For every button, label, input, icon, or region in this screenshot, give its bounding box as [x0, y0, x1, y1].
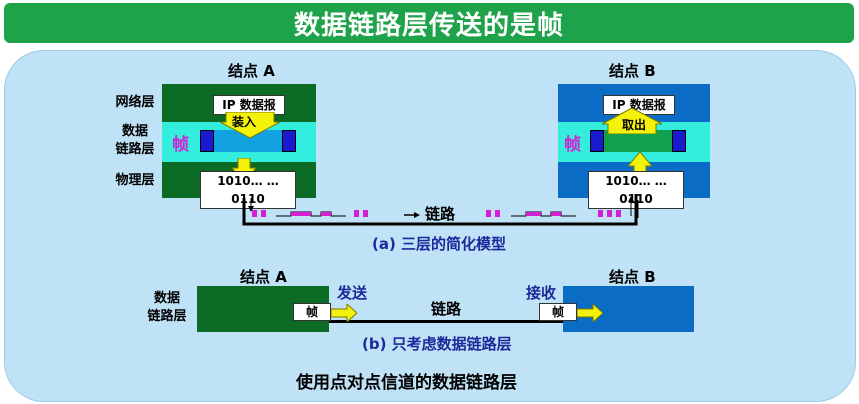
content-panel [4, 50, 856, 402]
receive-arrow-icon [577, 304, 603, 322]
node-b-up-arrow-icon [628, 152, 652, 176]
link-b-line [329, 320, 563, 323]
node-b-frame [590, 130, 686, 152]
node-b-frame-header [590, 130, 604, 152]
send-label: 发送 [337, 284, 368, 302]
send-arrow-icon [331, 304, 357, 322]
extract-label: 取出 [622, 118, 647, 132]
layer-label-physical: 物理层 [115, 173, 155, 188]
footer-text: 使用点对点信道的数据链路层 [296, 373, 517, 393]
link-a-label: 链路 [425, 205, 456, 223]
node-b-frame-label: 帧 [564, 135, 581, 155]
page-title: 数据链路层传送的是帧 [293, 10, 564, 41]
node-a-bits: 1010… …0110 [200, 171, 296, 209]
layer-label-datalink-b: 数据 链路层 [147, 291, 187, 324]
node-a-frame-trailer [282, 130, 296, 152]
encapsulate-arrow-icon [220, 112, 280, 138]
send-frame: 帧 [293, 303, 331, 321]
node-a-frame-header [200, 130, 214, 152]
encapsulate-label: 装入 [232, 115, 257, 129]
node-a-ip-packet: IP 数据报 [213, 95, 285, 115]
node-a-frame [200, 130, 296, 152]
receive-frame: 帧 [539, 303, 577, 321]
receive-label: 接收 [526, 284, 557, 302]
caption-b: (b) 只考虑数据链路层 [362, 335, 512, 353]
extract-arrow-icon [602, 108, 662, 134]
node-b-title-b: 结点 B [609, 268, 656, 286]
node-b-title: 结点 B [609, 62, 656, 80]
node-a-title: 结点 A [228, 62, 275, 80]
node-a-title-b: 结点 A [240, 268, 287, 286]
layer-label-network: 网络层 [115, 95, 155, 110]
link-a-line [242, 194, 639, 226]
layer-label-datalink: 数据 链路层 [115, 124, 155, 157]
node-b-frame-trailer [672, 130, 686, 152]
caption-a: (a) 三层的简化模型 [372, 235, 507, 253]
link-b-label: 链路 [431, 300, 462, 318]
title-bar: 数据链路层传送的是帧 [4, 3, 854, 43]
node-b-ip-packet: IP 数据报 [603, 95, 675, 115]
node-a-frame-label: 帧 [172, 135, 189, 155]
node-b-bits: 1010… …0110 [588, 171, 684, 209]
